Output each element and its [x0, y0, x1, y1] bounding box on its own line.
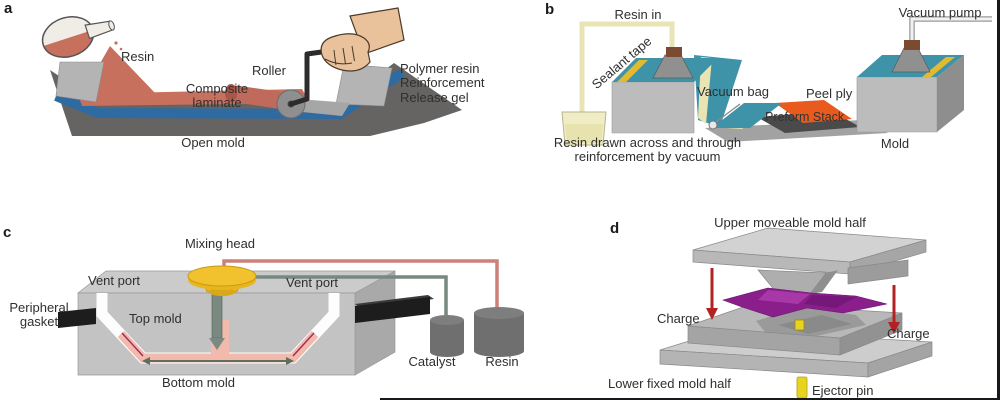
- label-materials: Polymer resin Reinforcement Release gel: [400, 61, 485, 105]
- right-mold-block: [856, 40, 964, 133]
- label-resin: Resin: [121, 49, 155, 64]
- panel-c-resin-transfer-molding: c Mixing head Vent port Vent port Periph…: [0, 200, 560, 400]
- label-bottom-mold: Bottom mold: [162, 375, 235, 390]
- label-resin-in: Resin in: [614, 7, 662, 22]
- label-polymer-resin: Polymer resin: [400, 61, 480, 76]
- label-reinforcement: Reinforcement: [400, 75, 485, 91]
- label-lower-mold-half: Lower fixed mold half: [608, 376, 731, 391]
- compression-molding-illustration: [659, 227, 933, 399]
- label-open-mold: Open mold: [181, 135, 245, 150]
- label-charge-left: Charge: [657, 311, 700, 326]
- resin-flask: [41, 16, 115, 64]
- charge-arrow-right: [888, 285, 900, 334]
- label-roller: Roller: [252, 63, 286, 78]
- catalyst-container: [430, 315, 464, 357]
- label-infusion-caption: Resin drawn across and through reinforce…: [553, 135, 742, 165]
- open-mold-illustration: [41, 7, 462, 136]
- panel-letter-a: a: [4, 0, 13, 17]
- mixing-head: [187, 265, 257, 296]
- resin-supply-tube: [222, 259, 499, 316]
- label-vent-port-left: Vent port: [88, 273, 141, 288]
- panel-b-vacuum-infusion: b Resin in Sealant tape Vacuum bag Peel …: [500, 0, 1000, 200]
- resin-container: [474, 307, 524, 357]
- label-peripheral-gasket: Peripheral gasket: [9, 300, 69, 330]
- resin-feed-tube: [579, 21, 675, 112]
- label-mixing-head: Mixing head: [184, 236, 256, 251]
- vacuum-bag-sheet: [712, 103, 782, 129]
- spiral-tube-end: [708, 103, 741, 130]
- vacuum-infusion-illustration: [561, 16, 992, 146]
- label-mold: Mold: [880, 136, 910, 151]
- panel-letter-d: d: [610, 220, 620, 237]
- upper-mold-half: [692, 227, 927, 295]
- label-catalyst: Catalyst: [408, 354, 456, 369]
- mold-cavity-channels: [96, 287, 340, 365]
- left-mold-block: [611, 47, 718, 134]
- resin-trap-beaker: [561, 111, 607, 146]
- label-vent-port-right: Vent port: [286, 275, 339, 290]
- panel-letter-b: b: [545, 1, 555, 18]
- rtm-illustration: [58, 259, 524, 376]
- panel-d-compression-molding: d Upper moveable mold half Charge Charge…: [560, 200, 1000, 400]
- charge-sheet: [722, 287, 888, 318]
- hand: [320, 7, 405, 72]
- label-ejector-pin: Ejector pin: [812, 383, 874, 398]
- label-upper-mold-half: Upper moveable mold half: [714, 215, 866, 230]
- label-vacuum-pump: Vacuum pump: [898, 5, 982, 20]
- label-peel-ply: Peel ply: [806, 86, 853, 101]
- label-resin-container: Resin: [485, 354, 519, 369]
- panel-a-open-mold: a Resin Roller Composite laminate Polyme…: [0, 0, 500, 200]
- label-preform-stack: Preform Stack: [765, 110, 845, 124]
- peripheral-gasket-right: [355, 295, 434, 323]
- label-vacuum-bag: Vacuum bag: [697, 84, 770, 99]
- charge-arrow-left: [706, 268, 718, 320]
- peripheral-gasket-left: [58, 308, 96, 328]
- label-top-mold: Top mold: [129, 311, 182, 326]
- label-release-gel: Release gel: [400, 89, 469, 105]
- label-composite-laminate: Composite laminate: [185, 81, 249, 111]
- panel-letter-c: c: [3, 224, 12, 241]
- ejector-pin: [796, 376, 808, 399]
- label-charge-right: Charge: [887, 326, 930, 341]
- vacuum-pump-tube: [909, 16, 992, 40]
- peel-ply-sheet: [775, 100, 852, 123]
- image-bottom-border: [380, 398, 1000, 400]
- catalyst-supply-tube: [248, 275, 448, 320]
- image-right-border: [997, 0, 1000, 400]
